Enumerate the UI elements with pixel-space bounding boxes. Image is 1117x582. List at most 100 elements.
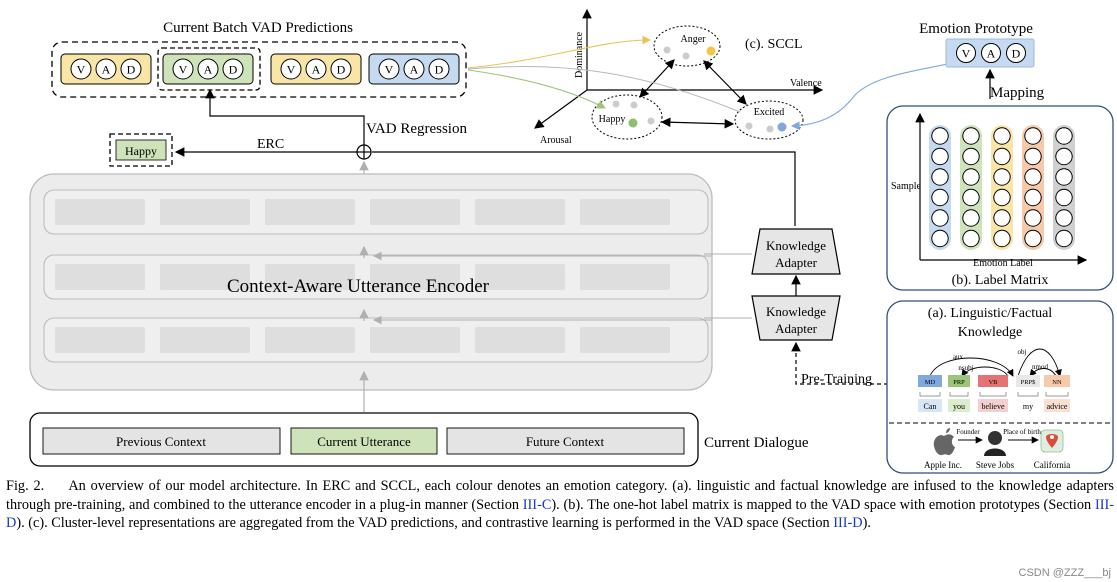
pos-tag-box: [1044, 375, 1070, 387]
token-block: [475, 327, 565, 353]
pretraining-arrow: [791, 341, 888, 385]
vad-circle: [330, 58, 352, 80]
pos-tag: MD: [925, 379, 936, 386]
token-box: [1016, 399, 1040, 412]
label-matrix: [929, 125, 1075, 250]
erc-prediction: Happy: [125, 144, 157, 158]
erc-label: ERC: [257, 137, 284, 152]
excited-centroid: [777, 122, 787, 132]
caption-text-3: ). (c). Cluster-level representations ar…: [16, 515, 834, 531]
emotion-label-axis: Emotion Label: [973, 258, 1033, 269]
adapter-to-oplus-line: [372, 151, 796, 226]
matrix-cell: [962, 188, 980, 207]
matrix-cell: [931, 188, 949, 207]
matrix-cell: [993, 147, 1011, 166]
mapping-label: Mapping: [990, 85, 1045, 101]
matrix-cell: [993, 209, 1011, 227]
prototype-title: Emotion Prototype: [919, 21, 1033, 37]
vad-regression-arrow: [205, 88, 365, 146]
vad-circle: [197, 58, 219, 80]
pos-tag: PRP: [953, 379, 965, 386]
knowledge-adapter-lower: [751, 295, 841, 341]
vad-circle: [172, 58, 194, 80]
figure-caption: Fig. 2. An overview of our model archite…: [6, 477, 1114, 533]
prototype-circle: [956, 43, 976, 63]
apple-logo-icon: [933, 428, 955, 456]
happy-label: Happy: [599, 114, 626, 125]
caption-text-1: An overview of our model architecture. I…: [6, 478, 1114, 513]
matrix-cell: [1055, 209, 1073, 227]
founder-relation: Founder: [956, 428, 980, 436]
happy-assign-curve: [467, 69, 606, 109]
prototype-circle: [981, 43, 1001, 63]
token-block: [475, 264, 565, 290]
dependency-label: nmod: [1032, 363, 1048, 371]
arousal-label: Arousal: [540, 135, 572, 146]
vad-circle: [305, 58, 327, 80]
future-context-label: Future Context: [526, 434, 605, 449]
pos-tag: NN: [1052, 379, 1062, 386]
pos-tag-box: [948, 375, 970, 387]
entity-steve-jobs: Steve Jobs: [976, 460, 1015, 470]
prototype-letter: A: [987, 47, 996, 61]
vad-letter: A: [410, 63, 419, 77]
previous-context-label: Previous Context: [116, 434, 206, 449]
vad-circle: [222, 58, 244, 80]
dominance-label: Dominance: [574, 31, 585, 78]
erc-prediction-box: [115, 139, 167, 161]
token-block: [55, 199, 145, 225]
dependency-label: nsubj: [958, 364, 973, 372]
excited-cluster: [734, 100, 804, 140]
matrix-cell: [993, 188, 1011, 207]
token-word: believe: [981, 402, 1005, 411]
vad-circle: [403, 58, 425, 80]
entity-california: California: [1034, 460, 1071, 470]
token-box: [1044, 399, 1070, 412]
prototype-circle: [1006, 43, 1026, 63]
matrix-cell: [962, 209, 980, 227]
vad-letter: V: [179, 63, 188, 77]
pos-tag: PRP$: [1021, 379, 1037, 386]
caption-text-2: ). (b). The one-hot label matrix is mapp…: [551, 496, 1095, 513]
token-block: [265, 264, 355, 290]
token-box: [978, 399, 1008, 412]
adapter-upper-label-1: Knowledge: [766, 238, 826, 253]
matrix-cell: [993, 127, 1011, 145]
vad-letter: D: [435, 63, 444, 77]
vad-letter: A: [204, 63, 213, 77]
adapter-upper-label-2: Adapter: [775, 255, 818, 270]
vad-letter: D: [337, 63, 346, 77]
matrix-cell: [931, 209, 949, 227]
encoder-layers: [43, 189, 709, 363]
matrix-cell: [1024, 188, 1042, 207]
encoder-label: Context-Aware Utterance Encoder: [227, 276, 490, 297]
batch-title: Current Batch VAD Predictions: [163, 20, 353, 36]
pretraining-label: Pre-Training: [801, 372, 872, 387]
token-block: [370, 199, 460, 225]
anger-label: Anger: [681, 34, 707, 45]
knowledge-adapter-upper: [751, 228, 841, 275]
matrix-cell: [1024, 209, 1042, 227]
vad-circle: [280, 58, 302, 80]
current-utterance-label: Current Utterance: [317, 434, 411, 449]
matrix-cell: [1055, 147, 1073, 166]
pos-tag-box: [1016, 375, 1040, 387]
dependency-label: obj: [1018, 348, 1027, 356]
matrix-cell: [931, 147, 949, 166]
erc-dashed-box: [109, 133, 173, 167]
excited-label: Excited: [754, 107, 785, 118]
current-dialogue-label: Current Dialogue: [704, 435, 809, 451]
caption-ref-2[interactable]: III-D: [6, 496, 1114, 532]
matrix-cell: [931, 168, 949, 186]
caption-ref-3[interactable]: III-D: [833, 515, 863, 531]
map-pin-icon: [1040, 429, 1064, 453]
matrix-cell: [1024, 127, 1042, 145]
caption-ref-1[interactable]: III-C: [522, 496, 552, 513]
current-utterance-box: [290, 427, 438, 455]
vad-circle: [378, 58, 400, 80]
watermark: CSDN @ZZZ___bj: [1018, 567, 1111, 579]
token-word: advice: [1047, 402, 1068, 411]
